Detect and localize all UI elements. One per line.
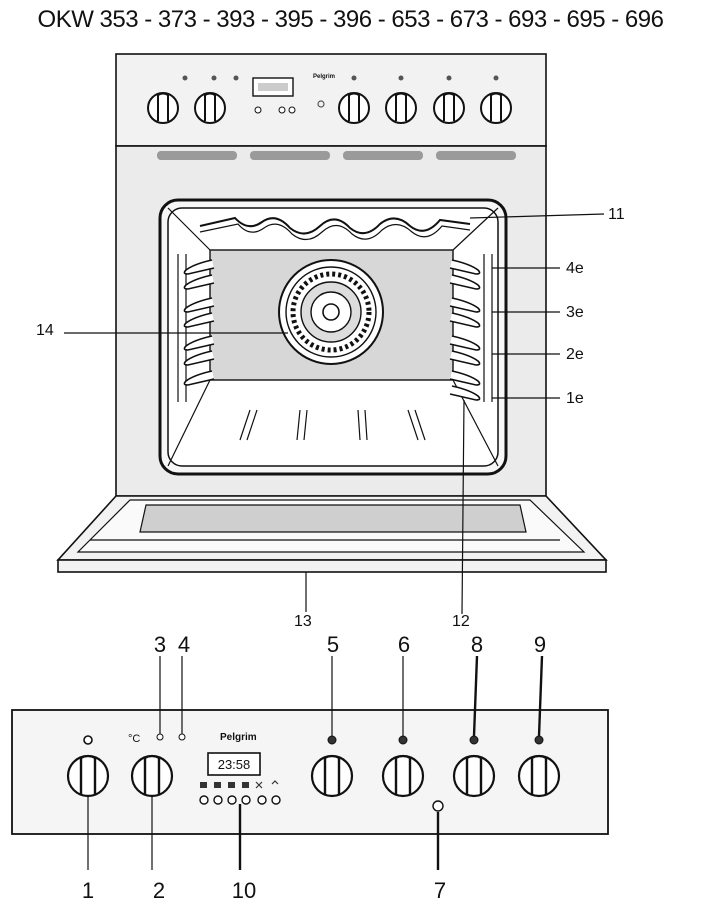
top-knob-3 xyxy=(338,92,370,124)
top-knob-4 xyxy=(385,92,417,124)
panel-knob-6 xyxy=(381,754,425,798)
panel-button-7 xyxy=(432,800,444,812)
clock-buttons xyxy=(199,795,281,805)
top-control-panel: Pelgrim xyxy=(115,53,547,147)
indicator-lamp-4 xyxy=(178,733,186,741)
callout-shelf-1: 1e xyxy=(566,390,584,407)
callout-shelf-2: 2e xyxy=(566,346,584,363)
top-knob-1 xyxy=(147,92,179,124)
detail-control-panel: °C Pelgrim 23:58 xyxy=(11,709,609,835)
callout-1: 1 xyxy=(82,878,94,903)
callout-11: 11 xyxy=(608,206,625,223)
callout-9: 9 xyxy=(534,632,546,657)
panel-knob-1 xyxy=(66,754,110,798)
top-knob-6 xyxy=(480,92,512,124)
callout-7: 7 xyxy=(434,878,446,903)
clock-time-text: 23:58 xyxy=(218,757,251,772)
right-shelf-rails xyxy=(449,254,493,402)
panel-brand-text: Pelgrim xyxy=(220,732,257,743)
callout-2: 2 xyxy=(153,878,165,903)
callout-5: 5 xyxy=(327,632,339,657)
panel-knob-8 xyxy=(452,754,496,798)
callout-shelf-3: 3e xyxy=(566,304,584,321)
callout-4: 4 xyxy=(178,632,190,657)
clock-function-icons xyxy=(200,780,279,789)
temperature-symbol: °C xyxy=(128,733,140,745)
knob-position-marks xyxy=(83,735,544,745)
top-knob-5 xyxy=(433,92,465,124)
callout-10: 10 xyxy=(232,878,256,903)
callout-shelf-4: 4e xyxy=(566,260,584,277)
left-shelf-rails xyxy=(177,254,215,402)
callout-12: 12 xyxy=(452,613,470,630)
model-title: OKW 353 - 373 - 393 - 395 - 396 - 653 - … xyxy=(37,6,664,33)
panel-knob-2 xyxy=(130,754,174,798)
cavity-floor-lines xyxy=(239,409,426,441)
callout-13: 13 xyxy=(294,613,312,630)
panel-knob-5 xyxy=(310,754,354,798)
top-indicator-dots xyxy=(182,75,499,108)
callout-8: 8 xyxy=(471,632,483,657)
callout-14: 14 xyxy=(36,322,54,339)
oven-body xyxy=(56,145,608,573)
oven-callout-lines xyxy=(64,213,605,615)
indicator-lamp-3 xyxy=(156,733,164,741)
panel-callout-lines xyxy=(87,655,544,870)
callout-3: 3 xyxy=(154,632,166,657)
vent-slots xyxy=(157,151,516,160)
top-clock-buttons xyxy=(254,106,296,114)
clock-display xyxy=(207,752,261,776)
fan-icon xyxy=(278,259,384,365)
grill-element xyxy=(199,216,471,241)
oven-door xyxy=(56,495,608,573)
panel-knob-9 xyxy=(517,754,561,798)
top-knob-2 xyxy=(194,92,226,124)
callout-6: 6 xyxy=(398,632,410,657)
top-brand-text: Pelgrim xyxy=(313,74,335,80)
